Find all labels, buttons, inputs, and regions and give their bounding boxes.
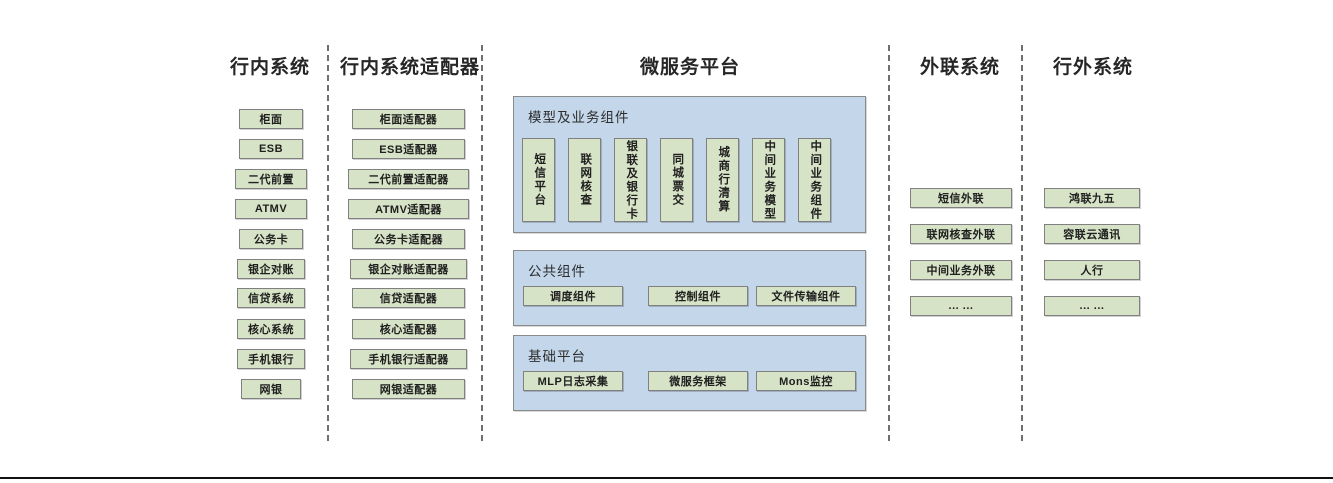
node-internal-adapter-3[interactable]: 二代前置适配器 (348, 169, 469, 189)
divider-2 (481, 45, 483, 441)
panel-title-base-platform: 基础平台 (528, 349, 586, 364)
node-model-component-2[interactable]: 联网核查 (568, 138, 601, 222)
node-internal-system-3[interactable]: 二代前置 (235, 169, 307, 189)
divider-3 (888, 45, 890, 441)
node-model-component-3[interactable]: 银联及银行卡 (614, 138, 647, 222)
node-public-component-1[interactable]: 调度组件 (523, 286, 623, 306)
node-internal-adapter-10[interactable]: 网银适配器 (352, 379, 465, 399)
node-internal-system-9[interactable]: 手机银行 (237, 349, 305, 369)
node-model-component-1-label: 短信平台 (533, 153, 546, 207)
column-title-microservice-platform: 微服务平台 (639, 57, 740, 78)
column-title-external-link-systems: 外联系统 (919, 57, 1000, 78)
node-internal-adapter-5[interactable]: 公务卡适配器 (352, 229, 465, 249)
node-base-platform-1[interactable]: MLP日志采集 (523, 371, 623, 391)
node-model-component-4-label: 同城票交 (671, 153, 684, 207)
node-model-component-2-label: 联网核查 (579, 153, 592, 207)
divider-1 (327, 45, 329, 441)
column-title-outside-bank-systems: 行外系统 (1052, 57, 1133, 78)
node-internal-system-8[interactable]: 核心系统 (237, 319, 305, 339)
node-model-component-4[interactable]: 同城票交 (660, 138, 693, 222)
node-internal-system-7[interactable]: 信贷系统 (237, 288, 305, 308)
node-model-component-6[interactable]: 中间业务模型 (752, 138, 785, 222)
node-model-component-3-label: 银联及银行卡 (625, 139, 638, 221)
node-model-component-7-label: 中间业务组件 (809, 139, 822, 221)
column-title-internal-systems: 行内系统 (229, 57, 310, 78)
node-external-link-2[interactable]: 联网核查外联 (910, 224, 1012, 244)
node-model-component-1[interactable]: 短信平台 (522, 138, 555, 222)
node-model-component-7[interactable]: 中间业务组件 (798, 138, 831, 222)
divider-4 (1021, 45, 1023, 441)
node-internal-system-10[interactable]: 网银 (241, 379, 301, 399)
node-internal-system-6[interactable]: 银企对账 (237, 259, 305, 279)
node-internal-adapter-1[interactable]: 柜面适配器 (352, 109, 465, 129)
node-internal-system-5[interactable]: 公务卡 (239, 229, 303, 249)
node-internal-adapter-4[interactable]: ATMV适配器 (348, 199, 469, 219)
node-internal-system-2[interactable]: ESB (239, 139, 303, 159)
node-internal-adapter-9[interactable]: 手机银行适配器 (350, 349, 467, 369)
node-outside-bank-2[interactable]: 容联云通讯 (1044, 224, 1140, 244)
node-external-link-3[interactable]: 中间业务外联 (910, 260, 1012, 280)
node-internal-adapter-7[interactable]: 信贷适配器 (352, 288, 465, 308)
node-internal-adapter-2[interactable]: ESB适配器 (352, 139, 465, 159)
bottom-separator (0, 477, 1333, 479)
panel-title-model-business-components: 模型及业务组件 (528, 110, 630, 125)
node-model-component-5[interactable]: 城商行清算 (706, 138, 739, 222)
node-external-link-1[interactable]: 短信外联 (910, 188, 1012, 208)
node-public-component-3[interactable]: 文件传输组件 (756, 286, 856, 306)
node-model-component-6-label: 中间业务模型 (763, 139, 776, 221)
node-internal-adapter-8[interactable]: 核心适配器 (352, 319, 465, 339)
panel-title-public-components: 公共组件 (528, 264, 586, 279)
node-model-component-5-label: 城商行清算 (717, 146, 730, 214)
node-base-platform-3[interactable]: Mons监控 (756, 371, 856, 391)
node-outside-bank-1[interactable]: 鸿联九五 (1044, 188, 1140, 208)
node-internal-system-1[interactable]: 柜面 (239, 109, 303, 129)
node-internal-adapter-6[interactable]: 银企对账适配器 (350, 259, 467, 279)
column-title-internal-adapters: 行内系统适配器 (339, 57, 480, 78)
node-external-link-4[interactable]: ... ... (910, 296, 1012, 316)
node-outside-bank-4[interactable]: ... ... (1044, 296, 1140, 316)
node-internal-system-4[interactable]: ATMV (235, 199, 307, 219)
node-base-platform-2[interactable]: 微服务框架 (648, 371, 748, 391)
node-public-component-2[interactable]: 控制组件 (648, 286, 748, 306)
node-outside-bank-3[interactable]: 人行 (1044, 260, 1140, 280)
